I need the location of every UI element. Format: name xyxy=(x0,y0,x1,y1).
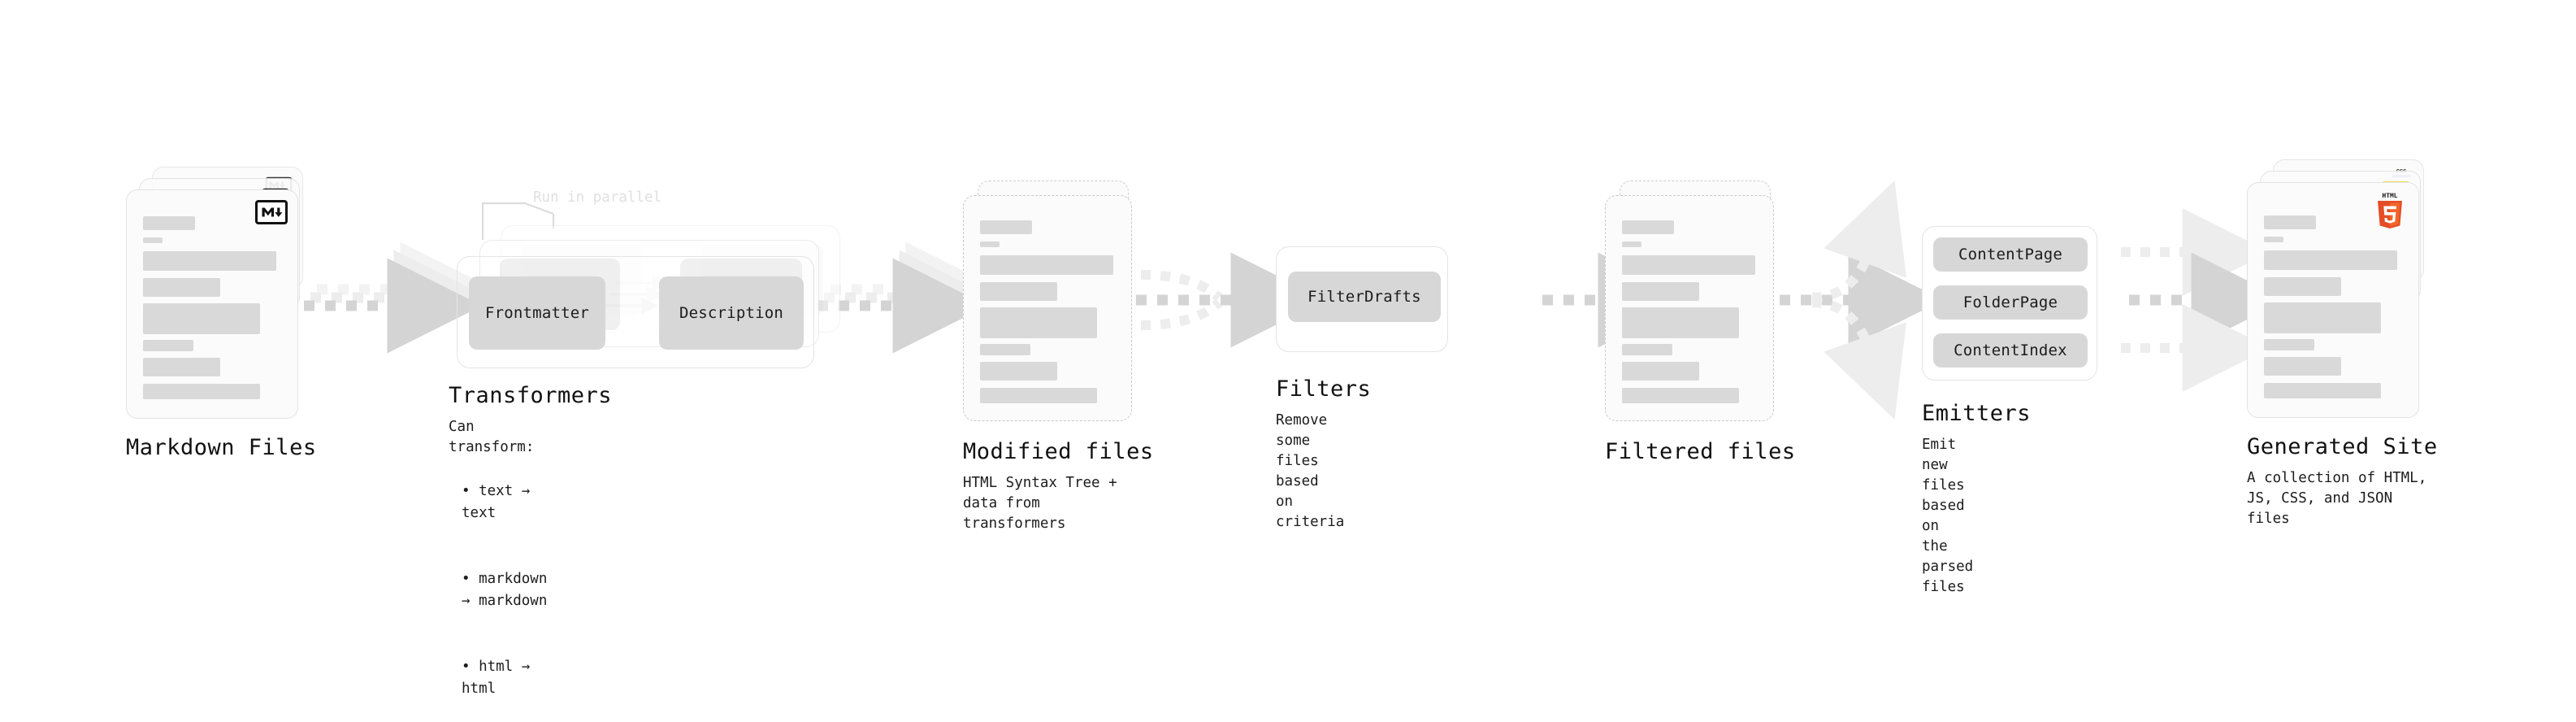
emitter-chip-folderpage[interactable]: FolderPage xyxy=(1933,285,2088,320)
transformer-chip-frontmatter[interactable]: Frontmatter xyxy=(469,276,605,350)
stage-description: HTML Syntax Tree + data from transformer… xyxy=(963,475,1117,532)
stage-markdown-files: Markdown Files xyxy=(126,167,316,460)
stage-title: Filtered files xyxy=(1605,439,1796,464)
filter-chip-label: FilterDrafts xyxy=(1308,288,1421,306)
html5-badge: HTML xyxy=(2378,193,2402,228)
stage-description: Remove some files based on criteria xyxy=(1276,412,1345,530)
transformer-chip-label: Description xyxy=(679,304,784,322)
content-bar xyxy=(143,216,195,230)
content-bar xyxy=(143,358,220,376)
content-bar xyxy=(980,388,1097,403)
filtered-sheet-front xyxy=(1605,195,1774,421)
modified-sheet-front xyxy=(963,195,1132,421)
generated-sheet-content xyxy=(2248,183,2418,417)
stage-modified-files: Modified files HTML Syntax Tree + data f… xyxy=(963,180,1153,532)
arrow-modified-to-filters xyxy=(1136,252,1326,348)
bullet-dot: • xyxy=(462,571,479,587)
bullet-dot: • xyxy=(462,483,479,499)
markdown-file-stack xyxy=(126,167,313,419)
transform-bullets: • text → text • markdown → markdown • ht… xyxy=(462,437,547,722)
run-in-parallel-label: Run in parallel xyxy=(533,189,662,206)
filter-chip-filterdrafts[interactable]: FilterDrafts xyxy=(1288,272,1441,322)
pipeline-diagram: Markdown Files Run in parallel Frontmatt… xyxy=(126,159,2437,697)
arrow-transformers-to-modified xyxy=(817,241,1001,354)
content-bar xyxy=(1622,362,1699,381)
content-bar xyxy=(980,362,1057,381)
stage-description: Emit new files based on the parsed files xyxy=(1922,437,1974,595)
markdown-icon xyxy=(262,207,283,217)
filters-group: FilterDrafts xyxy=(1276,246,1448,352)
arrow-filtered-to-emitters xyxy=(1780,180,1944,420)
stage-generated-site: CSS HTML xyxy=(2247,159,2437,527)
filtered-file-stack xyxy=(1605,180,1784,424)
content-bar xyxy=(143,278,220,297)
content-bar xyxy=(1622,241,1641,247)
content-bar xyxy=(1622,388,1739,403)
markdown-sheet-content xyxy=(127,190,297,418)
emitter-chip-label: ContentPage xyxy=(1958,246,2063,263)
transform-bullet-item: • html → html xyxy=(462,659,531,697)
markdown-badge-front xyxy=(255,200,288,224)
stage-description: Can transform: xyxy=(449,419,535,455)
emitter-chip-label: FolderPage xyxy=(1962,294,2058,311)
content-bar xyxy=(1622,344,1672,355)
stage-description: A collection of HTML, JS, CSS, and JSON … xyxy=(2247,470,2427,527)
content-bar xyxy=(1622,307,1739,338)
arrow-connectors xyxy=(304,180,2287,420)
generated-sheet-front: HTML xyxy=(2247,182,2419,418)
emitter-chip-label: ContentIndex xyxy=(1954,341,2067,359)
transformer-chip-description[interactable]: Description xyxy=(659,276,804,350)
stage-filtered-files: Filtered files xyxy=(1605,180,1795,464)
content-bar xyxy=(2264,250,2397,270)
content-bar xyxy=(2264,215,2316,229)
content-bar xyxy=(2264,357,2341,376)
content-bar xyxy=(143,251,276,271)
content-bar xyxy=(980,241,1000,247)
content-bar xyxy=(2264,277,2341,296)
modified-file-stack xyxy=(963,180,1142,424)
stage-title: Emitters xyxy=(1922,401,2032,426)
svg-text:HTML: HTML xyxy=(2382,193,2397,200)
content-bar xyxy=(2264,237,2283,242)
arrow-emitters-to-site xyxy=(2121,208,2287,392)
transform-bullet-item: • markdown → markdown xyxy=(462,571,548,609)
emitters-group: ContentPage FolderPage ContentIndex xyxy=(1922,226,2097,381)
transform-bullet-item: • text → text xyxy=(462,483,531,521)
markdown-sheet-front xyxy=(126,189,298,419)
content-bar xyxy=(980,220,1032,234)
content-bar xyxy=(1622,255,1755,275)
arrow-markdown-to-transformers xyxy=(304,241,496,354)
content-bar xyxy=(143,237,163,243)
content-bar xyxy=(980,307,1097,338)
transformer-chip-label: Frontmatter xyxy=(484,304,590,322)
content-bar xyxy=(980,282,1057,301)
stage-title: Transformers xyxy=(449,383,613,408)
content-bar xyxy=(2264,383,2381,398)
content-bar xyxy=(1622,220,1674,234)
modified-sheet-content xyxy=(964,196,1131,420)
content-bar xyxy=(2264,302,2381,333)
content-bar xyxy=(2264,339,2314,350)
transformer-group-front: Frontmatter Description xyxy=(457,256,814,368)
filtered-sheet-content xyxy=(1606,196,1773,420)
stage-title: Modified files xyxy=(963,439,1154,464)
content-bar xyxy=(980,255,1113,275)
content-bar xyxy=(143,340,193,351)
stage-title: Markdown Files xyxy=(126,435,317,460)
emitter-chip-contentindex[interactable]: ContentIndex xyxy=(1933,333,2088,368)
content-bar xyxy=(143,303,260,334)
generated-file-stack: CSS HTML xyxy=(2247,159,2434,420)
stage-title: Filters xyxy=(1276,376,1372,402)
content-bar xyxy=(143,384,260,399)
content-bar xyxy=(1622,282,1699,301)
emitter-chip-contentpage[interactable]: ContentPage xyxy=(1933,237,2088,272)
stage-title: Generated Site xyxy=(2247,434,2438,459)
run-in-parallel-bracket xyxy=(481,202,555,240)
bullet-dot: • xyxy=(462,659,479,675)
content-bar xyxy=(980,344,1030,355)
